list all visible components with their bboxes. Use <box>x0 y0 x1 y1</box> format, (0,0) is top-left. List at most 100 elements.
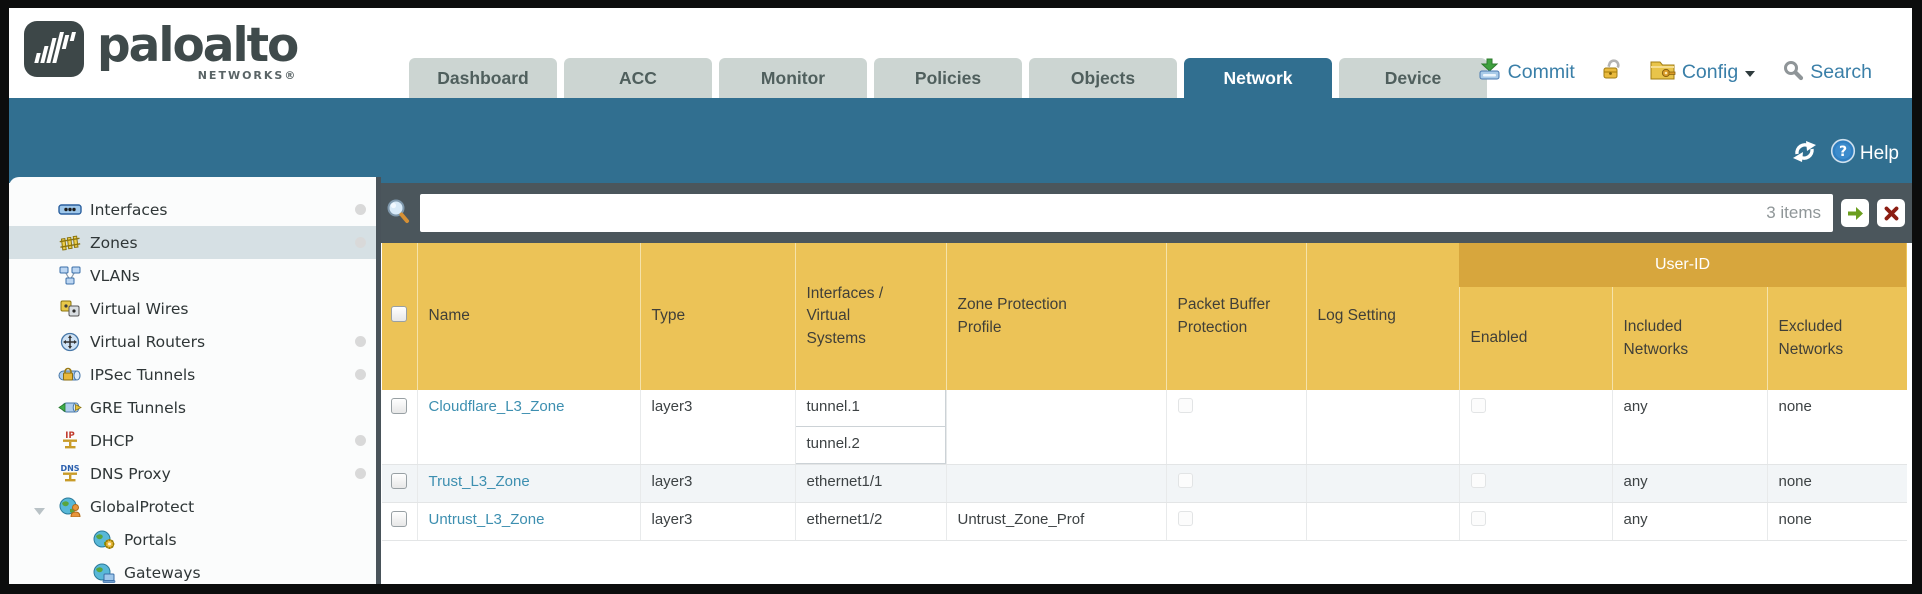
column-header-interfaces-virtual-systems[interactable]: Interfaces / Virtual Systems <box>794 243 946 390</box>
commit-icon <box>1477 58 1502 87</box>
search-icon <box>1782 59 1804 87</box>
sidebar-item-zones[interactable]: Zones <box>9 226 376 259</box>
zone-name-link[interactable]: Cloudflare_L3_Zone <box>428 398 565 415</box>
select-all-checkbox[interactable] <box>391 306 408 322</box>
tab-objects[interactable]: Objects <box>1029 58 1177 98</box>
virtual-wires-icon <box>57 299 83 318</box>
column-header-type[interactable]: Type <box>639 243 795 390</box>
tab-monitor[interactable]: Monitor <box>719 58 867 98</box>
zones-icon <box>57 234 83 252</box>
clear-filter-button[interactable] <box>1877 199 1905 227</box>
excluded-networks-cell: none <box>1766 502 1907 541</box>
svg-text:?: ? <box>1839 144 1847 160</box>
sidebar-item-label: Gateways <box>124 563 201 582</box>
teal-band: ? Help <box>9 98 1912 183</box>
row-checkbox[interactable] <box>391 473 408 489</box>
sidebar-item-label: Portals <box>124 530 177 549</box>
vlans-icon <box>57 266 83 285</box>
sidebar-item-portals[interactable]: Portals <box>9 523 376 556</box>
sidebar-item-interfaces[interactable]: Interfaces <box>9 193 376 226</box>
tab-policies[interactable]: Policies <box>874 58 1022 98</box>
expander-icon[interactable] <box>33 502 46 520</box>
portals-icon <box>91 530 117 550</box>
log-setting-cell <box>1305 390 1459 465</box>
included-networks-cell: any <box>1611 502 1767 541</box>
column-header-name[interactable]: Name <box>416 243 640 390</box>
zone-type-cell: layer3 <box>639 464 795 503</box>
packet-buffer-protection-checkbox <box>1177 473 1193 488</box>
tab-dashboard[interactable]: Dashboard <box>409 58 557 98</box>
paloalto-logo-icon <box>23 20 85 82</box>
commit-button[interactable]: Commit <box>1477 58 1575 87</box>
search-button[interactable]: Search <box>1782 59 1872 87</box>
column-header-zone-protection-profile[interactable]: Zone Protection Profile <box>945 243 1166 390</box>
zone-row-untrust-l3-zone: Untrust_L3_Zone layer3 ethernet1/2 Untrust_… <box>382 502 1907 541</box>
excluded-networks-cell: none <box>1766 464 1907 503</box>
item-status-dot <box>355 237 366 248</box>
sidebar-item-label: Zones <box>90 233 138 252</box>
zone-protection-profile-cell <box>945 390 1166 465</box>
sidebar-item-ipsec-tunnels[interactable]: IPSec Tunnels <box>9 358 376 391</box>
row-checkbox[interactable] <box>391 511 408 527</box>
zone-protection-profile-cell: Untrust_Zone_Prof <box>945 502 1166 541</box>
apply-filter-button[interactable] <box>1841 199 1869 227</box>
log-setting-cell <box>1305 502 1459 541</box>
column-header-packet-buffer-protection[interactable]: Packet Buffer Protection <box>1165 243 1306 390</box>
zone-type-cell: layer3 <box>639 502 795 541</box>
user-id-group-header: User-ID <box>1459 243 1906 287</box>
tab-device[interactable]: Device <box>1339 58 1487 98</box>
zone-name-link[interactable]: Untrust_L3_Zone <box>428 511 545 528</box>
refresh-icon[interactable] <box>1791 140 1818 169</box>
sidebar-item-gateways[interactable]: Gateways <box>9 556 376 584</box>
sidebar-item-gre-tunnels[interactable]: GRE Tunnels <box>9 391 376 424</box>
sidebar-item-label: GlobalProtect <box>90 497 195 516</box>
user-id-enabled-checkbox <box>1470 511 1486 526</box>
packet-buffer-protection-checkbox <box>1177 511 1193 526</box>
sidebar-item-vlans[interactable]: VLANs <box>9 259 376 292</box>
sidebar-item-label: Virtual Wires <box>90 299 189 318</box>
sidebar-item-label: Virtual Routers <box>90 332 206 351</box>
zone-protection-profile-cell <box>945 464 1166 503</box>
dns-proxy-icon: DNS <box>57 463 83 484</box>
header-actions: Commit <box>1477 58 1872 87</box>
globalprotect-icon <box>57 497 83 517</box>
interfaces-icon <box>57 201 83 218</box>
config-menu-button[interactable]: Config <box>1649 58 1756 87</box>
excluded-networks-cell: none <box>1766 390 1907 465</box>
ipsec-tunnels-icon <box>57 365 83 384</box>
item-status-dot <box>355 369 366 380</box>
sidebar-item-label: DHCP <box>90 431 134 450</box>
logo-networks-text: NETWORKS® <box>197 68 298 82</box>
help-button[interactable]: ? Help <box>1830 138 1899 170</box>
row-checkbox[interactable] <box>391 398 408 414</box>
interface-item: ethernet1/2 <box>806 511 883 528</box>
packet-buffer-protection-checkbox <box>1177 398 1193 413</box>
sidebar-item-label: VLANs <box>90 266 140 285</box>
filter-search-icon <box>385 197 412 229</box>
column-header-log-setting[interactable]: Log Setting <box>1305 243 1459 390</box>
zone-name-link[interactable]: Trust_L3_Zone <box>428 473 530 490</box>
interfaces-cell: ethernet1/1 <box>794 464 946 503</box>
sidebar-item-virtual-routers[interactable]: Virtual Routers <box>9 325 376 358</box>
lock-icon[interactable] <box>1601 58 1623 87</box>
items-count: 3 items <box>1766 203 1821 222</box>
sidebar-item-label: DNS Proxy <box>90 464 171 483</box>
tab-acc[interactable]: ACC <box>564 58 712 98</box>
config-icon <box>1649 58 1676 87</box>
sidebar-item-globalprotect[interactable]: GlobalProtect <box>9 490 376 523</box>
sidebar-item-dns-proxy[interactable]: DNS DNS Proxy <box>9 457 376 490</box>
sidebar-item-virtual-wires[interactable]: Virtual Wires <box>9 292 376 325</box>
tab-network[interactable]: Network <box>1184 58 1332 98</box>
filter-input[interactable]: 3 items <box>420 194 1833 232</box>
